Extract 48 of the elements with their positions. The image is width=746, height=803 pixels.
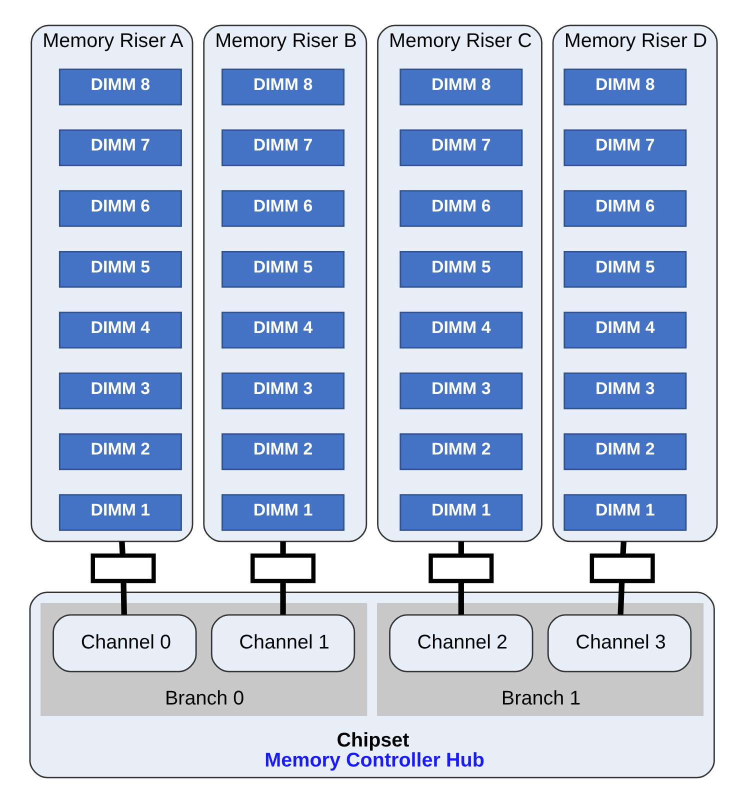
node-box: DIMM 2	[563, 433, 686, 470]
node-box: Channel 1	[210, 614, 355, 672]
node-box	[589, 553, 654, 584]
connector	[458, 541, 464, 556]
node-box	[428, 553, 494, 584]
connector	[458, 582, 464, 615]
node-box: Channel 2	[388, 614, 533, 672]
node-box: DIMM 4	[399, 312, 522, 348]
node-box: Channel 3	[546, 614, 692, 672]
node-box: DIMM 7	[58, 129, 182, 166]
node-box: DIMM 5	[563, 250, 686, 288]
node-box: DIMM 4	[58, 312, 182, 348]
node-box: DIMM 5	[399, 250, 522, 288]
node-box	[90, 553, 156, 584]
node-box: DIMM 3	[399, 372, 522, 410]
node-box: DIMM 2	[58, 433, 182, 470]
connector	[620, 541, 626, 556]
node-box: DIMM 6	[563, 190, 686, 227]
node-box: DIMM 3	[563, 372, 686, 410]
node-box: DIMM 6	[58, 190, 182, 227]
node-box: DIMM 7	[221, 129, 344, 166]
node-box: DIMM 5	[221, 250, 344, 288]
connector	[118, 541, 125, 556]
node-box: DIMM 5	[58, 250, 182, 288]
node-box: DIMM 2	[399, 433, 522, 470]
node-box: DIMM 8	[221, 68, 344, 106]
node-box	[250, 553, 316, 584]
node-box: DIMM 7	[563, 129, 686, 166]
connector	[280, 541, 286, 556]
node-box: DIMM 2	[221, 433, 344, 470]
node-box: DIMM 8	[58, 68, 182, 106]
node-box: DIMM 1	[221, 494, 344, 531]
connector	[617, 582, 624, 615]
node-box: DIMM 6	[221, 190, 344, 227]
node-box: DIMM 4	[221, 312, 344, 348]
connector	[280, 582, 286, 615]
connector	[120, 582, 126, 615]
node-box: DIMM 7	[399, 129, 522, 166]
node-box: DIMM 3	[221, 372, 344, 410]
node-box: DIMM 3	[58, 372, 182, 410]
node-box: Channel 0	[52, 614, 196, 672]
node-box: DIMM 8	[399, 68, 522, 106]
node-box: DIMM 4	[563, 312, 686, 348]
node-box: DIMM 1	[399, 494, 522, 531]
node-box: DIMM 1	[563, 494, 686, 531]
node-box: DIMM 8	[563, 68, 686, 106]
node-box: DIMM 6	[399, 190, 522, 227]
node-box: DIMM 1	[58, 494, 182, 531]
